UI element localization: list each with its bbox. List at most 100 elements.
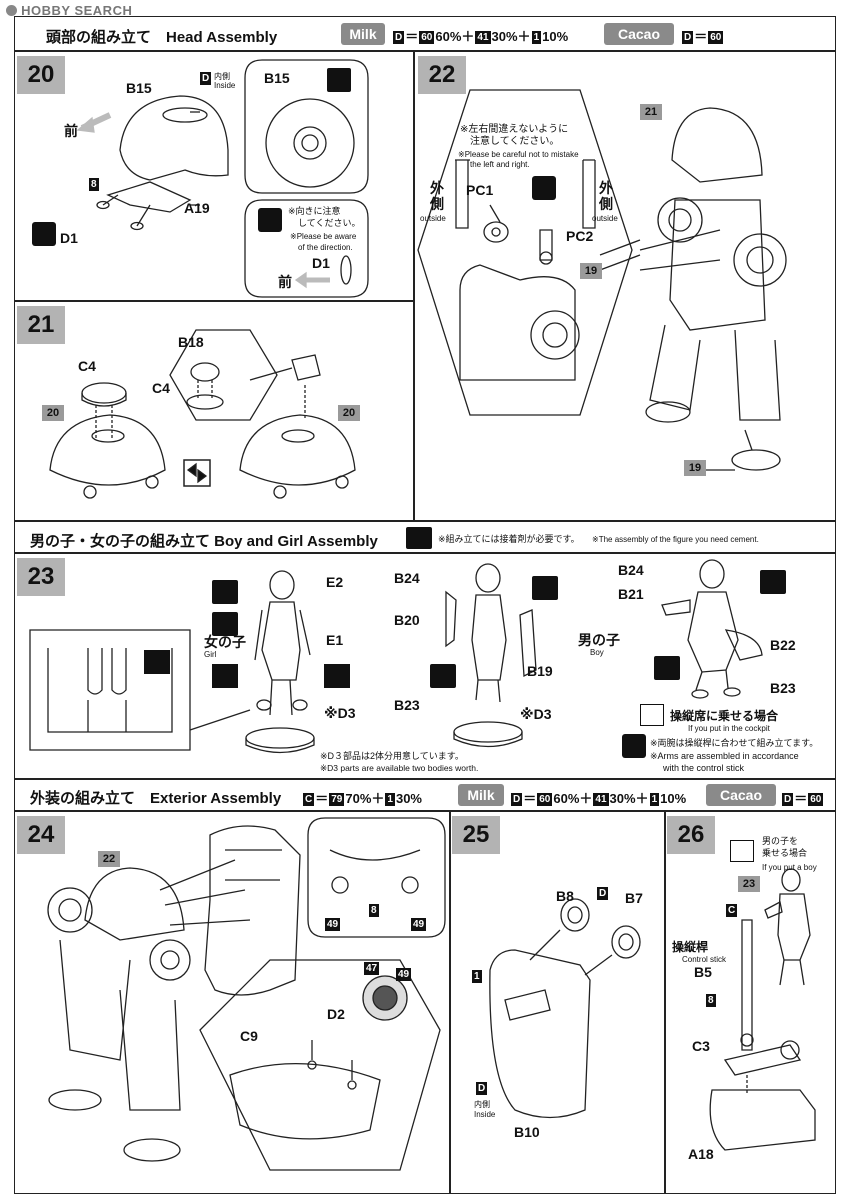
divider-step25-26 bbox=[664, 810, 666, 1194]
boy-flip-icon bbox=[730, 840, 754, 862]
c4-disc-illustration bbox=[81, 382, 127, 440]
control-stick-label-en: Control stick bbox=[682, 955, 727, 964]
step23-leg-detail bbox=[29, 629, 191, 751]
outside-label-right-jp: 外側 bbox=[599, 180, 613, 212]
part-label-b23-right: B23 bbox=[770, 680, 796, 696]
watermark-icon bbox=[6, 5, 17, 16]
stripe-icon-legs bbox=[144, 650, 170, 674]
part-label-b18: B18 bbox=[178, 334, 204, 350]
cement-icon-girl-body bbox=[212, 612, 238, 636]
boy-figure-complete-illustration bbox=[661, 559, 763, 699]
divider-step20-22 bbox=[413, 50, 415, 520]
paint-brush-icon bbox=[32, 222, 56, 246]
inside-label-en: Inside bbox=[214, 81, 236, 90]
part-label-c4-detail: C4 bbox=[152, 380, 170, 396]
ref-8-step26: 8 bbox=[706, 994, 716, 1007]
ref-1: 1 bbox=[472, 970, 482, 983]
step26-cockpit-illustration bbox=[709, 868, 816, 1151]
part-label-b5: B5 bbox=[694, 964, 712, 980]
part-label-c9: C9 bbox=[240, 1028, 258, 1044]
marker-d: D bbox=[597, 887, 609, 900]
cacao-formula: D＝60 bbox=[682, 29, 724, 44]
part-label-b19: B19 bbox=[527, 663, 553, 679]
divider-head-header bbox=[14, 50, 836, 52]
marker-d-inside: D bbox=[476, 1082, 488, 1095]
ref-23: 23 bbox=[738, 876, 760, 892]
part-label-b20: B20 bbox=[394, 612, 420, 628]
robot-body-illustration bbox=[639, 107, 787, 471]
divider-boygirl-header bbox=[14, 552, 836, 554]
part-label-b23: B23 bbox=[394, 697, 420, 713]
lr-note-jp1: ※左右間違えないように bbox=[460, 124, 569, 135]
inside-label-jp-25: 内側 bbox=[474, 1100, 490, 1109]
outside-label-right-en: outside bbox=[592, 214, 618, 223]
step-number-23: 23 bbox=[17, 558, 65, 596]
boy-label-jp: 男の子 bbox=[578, 632, 620, 648]
detail-label-d1: D1 bbox=[312, 255, 330, 271]
part-label-c4: C4 bbox=[78, 358, 96, 374]
divider-boygirl-top bbox=[14, 520, 836, 522]
part-label-b21: B21 bbox=[618, 586, 644, 602]
part-label-pc2: PC2 bbox=[566, 228, 594, 244]
b15-detail-callout bbox=[244, 59, 369, 194]
marker-c: C bbox=[726, 904, 738, 917]
head-right-illustration bbox=[239, 354, 356, 499]
flip-arrows-icon bbox=[183, 459, 211, 487]
divider-step24-25 bbox=[449, 810, 451, 1194]
stripe-icon-girl-b bbox=[324, 664, 350, 688]
ref-19-hex: 19 bbox=[580, 263, 602, 279]
direction-note-en2: of the direction. bbox=[298, 243, 353, 252]
d3-note-en: ※D3 parts are available two bodies worth… bbox=[320, 763, 479, 773]
boy-figure-assembly-illustration bbox=[445, 563, 537, 748]
step24-base-callout bbox=[199, 959, 441, 1171]
boy-note-jp1: 男の子を bbox=[762, 836, 799, 846]
boy-label-en: Boy bbox=[590, 648, 604, 657]
part-label-b24: B24 bbox=[394, 570, 420, 586]
direction-callout bbox=[244, 199, 369, 298]
exterior-cacao-badge: Cacao bbox=[706, 784, 776, 806]
cement-icon-boy-a bbox=[532, 576, 558, 600]
watermark-text: HOBBY SEARCH bbox=[21, 3, 133, 18]
step-number-25: 25 bbox=[452, 816, 500, 854]
step24-robot-illustration bbox=[47, 859, 251, 1162]
girl-figure-illustration bbox=[189, 570, 315, 754]
part-label-b24-right: B24 bbox=[618, 562, 644, 578]
cockpit-label-en: If you put in the cockpit bbox=[688, 724, 770, 733]
front-label: 前 bbox=[64, 123, 78, 139]
exterior-cacao-formula: D＝60 bbox=[782, 791, 824, 806]
detail-front-label: 前 bbox=[278, 274, 292, 290]
part-label-d2: D2 bbox=[327, 1006, 345, 1022]
front-arrow-icon bbox=[76, 112, 112, 133]
step24-detail-callout bbox=[307, 817, 446, 938]
outside-label-left-en: outside bbox=[420, 214, 446, 223]
head-left-illustration bbox=[49, 414, 166, 499]
part-47-49-disc-icon bbox=[362, 975, 408, 1021]
page-frame bbox=[14, 16, 836, 1194]
cement-icon-boy-b bbox=[430, 664, 456, 688]
ref-49-right: 49 bbox=[411, 918, 427, 931]
part-label-a19: A19 bbox=[184, 200, 210, 216]
control-stick-label-jp: 操縦桿 bbox=[672, 940, 709, 954]
caution-paint-icon bbox=[258, 208, 282, 232]
cement-icon-boy-c bbox=[760, 570, 786, 594]
step-number-21: 21 bbox=[17, 306, 65, 344]
ref-49-left: 49 bbox=[325, 918, 341, 931]
cement-icon-girl-head bbox=[212, 580, 238, 604]
arms-note-en2: with the control stick bbox=[663, 763, 745, 773]
cement-tube-icon bbox=[406, 527, 432, 549]
step24-panel-illustration bbox=[204, 825, 301, 996]
ref-22: 22 bbox=[98, 851, 120, 867]
boy-note-en: If you put a boy bbox=[762, 863, 817, 872]
divider-step20-21 bbox=[14, 300, 414, 302]
boy-note-jp2: 乗せる場合 bbox=[762, 848, 808, 858]
part-label-b8: B8 bbox=[556, 888, 574, 904]
part-label-c3: C3 bbox=[692, 1038, 710, 1054]
paint-brush-icon-23 bbox=[622, 734, 646, 758]
stripe-icon-girl-a bbox=[212, 664, 238, 688]
exterior-section-title: 外装の組み立て Exterior Assembly bbox=[30, 790, 282, 807]
inside-label-en-25: Inside bbox=[474, 1110, 496, 1119]
part-label-b15: B15 bbox=[126, 80, 152, 96]
